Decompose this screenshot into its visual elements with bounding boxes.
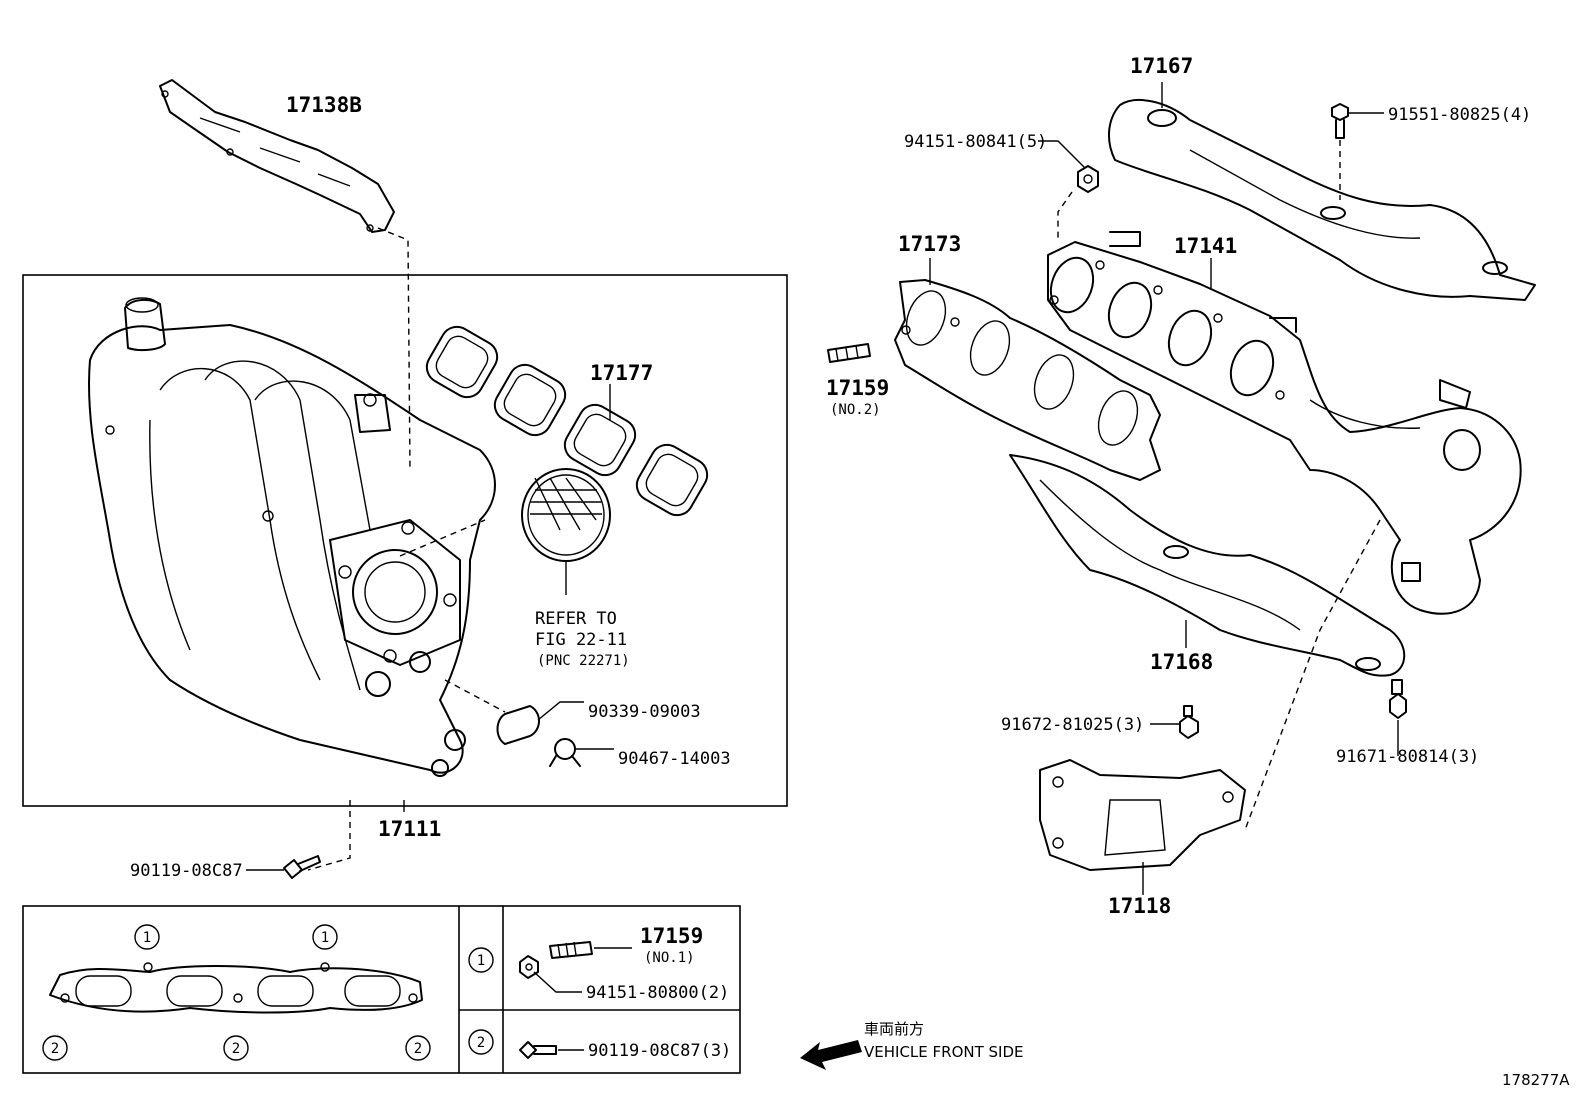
label-90119-legend: 90119-08C87(3) (588, 1041, 731, 1061)
leader-17118-dash (1244, 519, 1381, 831)
vehicle-front-arrow-icon (800, 1040, 862, 1070)
bolt-91671-drawing (1389, 679, 1407, 719)
marker-2b: 2 (232, 1041, 240, 1057)
label-94151-80841: 94151-80841(5) (904, 132, 1047, 152)
exhaust-gasket-17173-drawing (894, 279, 1161, 481)
bolt-91672-drawing (1179, 705, 1199, 739)
exhaust-manifold-17141-drawing (1047, 231, 1522, 615)
bolt-90119-legend-drawing (519, 1041, 557, 1059)
marker-1a: 1 (143, 930, 151, 946)
label-17111: 17111 (378, 817, 441, 841)
insulator-17138b-drawing (159, 79, 395, 233)
bolt-90119-drawing (283, 855, 321, 879)
intake-manifold-group-box (22, 274, 788, 807)
leader-17138b (377, 227, 411, 471)
nut-94151-80841-drawing (1077, 165, 1099, 193)
label-17167: 17167 (1130, 54, 1193, 78)
leader-bolt-dash (307, 800, 351, 871)
label-17177: 17177 (590, 361, 653, 385)
bracket-17118-drawing (1039, 759, 1246, 871)
heat-insulator-17167-drawing (1108, 99, 1536, 301)
direction-english: VEHICLE FRONT SIDE (864, 1043, 1024, 1061)
stud-no1-drawing (549, 941, 593, 959)
label-17141: 17141 (1174, 234, 1237, 258)
leader-throttle (399, 519, 486, 557)
label-17159-no1: 17159 (640, 924, 703, 948)
leader-94151-dash (1057, 191, 1073, 240)
marker-2a: 2 (51, 1041, 59, 1057)
marker-1-legend: 1 (477, 953, 485, 969)
refer-line3: (PNC 22271) (537, 653, 630, 669)
marker-2-legend: 2 (477, 1035, 485, 1051)
intake-manifold-17111-drawing (88, 297, 496, 777)
stud-no2-drawing (827, 343, 871, 363)
leader-90339 (537, 701, 584, 721)
label-91672-81025: 91672-81025(3) (1001, 715, 1144, 735)
label-90119: 90119-08C87 (130, 861, 243, 881)
direction-japanese: 車両前方 (864, 1020, 924, 1038)
leader-94151-80800 (533, 971, 582, 993)
label-17168: 17168 (1150, 650, 1213, 674)
exhaust-gasket-legend-drawing (49, 962, 423, 1014)
intake-gasket-17177-drawing (425, 325, 709, 517)
bolt-91551-drawing (1331, 103, 1349, 139)
label-94151-80800: 94151-80800(2) (586, 983, 729, 1003)
legend-box (22, 905, 741, 1074)
label-17138b: 17138B (286, 93, 362, 117)
label-17159-no2: 17159 (826, 376, 889, 400)
marker-2c: 2 (414, 1041, 422, 1057)
label-17118: 17118 (1108, 894, 1171, 918)
note-no2: (NO.2) (830, 402, 881, 418)
lower-insulator-17168-drawing (1009, 454, 1406, 677)
label-91671-80814: 91671-80814(3) (1336, 747, 1479, 767)
refer-line1: REFER TO (535, 609, 617, 629)
label-17173: 17173 (898, 232, 961, 256)
legend-markers (42, 924, 494, 1061)
throttle-gasket-drawing (521, 468, 611, 562)
nut-94151-80800-drawing (519, 955, 539, 979)
note-no1: (NO.1) (644, 950, 695, 966)
label-91551-80825: 91551-80825(4) (1388, 105, 1531, 125)
label-90339: 90339-09003 (588, 702, 701, 722)
marker-1b: 1 (321, 930, 329, 946)
clamp-90467-drawing (549, 738, 581, 767)
plug-90339-drawing (496, 705, 540, 745)
refer-line2: FIG 22-11 (535, 630, 627, 650)
label-90467: 90467-14003 (618, 749, 731, 769)
leader-90339-dash (444, 679, 506, 713)
leader-94151-80841 (1038, 140, 1086, 169)
figure-id: 178277A (1502, 1071, 1570, 1089)
